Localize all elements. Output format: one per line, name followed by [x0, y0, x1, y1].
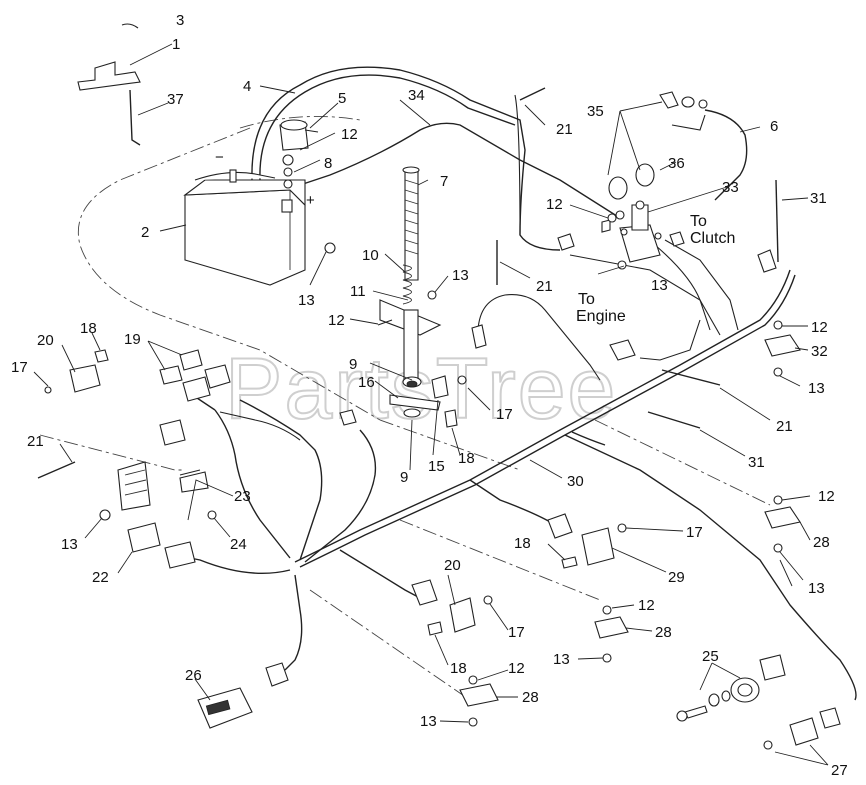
callout-17-stud: 17 [496, 406, 513, 423]
loose-wires [37, 87, 779, 479]
callout-13-clamp28: 13 [808, 580, 825, 597]
callout-17-left: 17 [11, 359, 28, 376]
callout-10: 10 [362, 247, 379, 264]
battery-negative-symbol: − [215, 149, 224, 166]
callout-12-clamp32: 12 [811, 319, 828, 336]
stud-assembly [377, 166, 442, 418]
callout-12-clamp28-mid: 12 [638, 597, 655, 614]
callout-21-right: 21 [776, 418, 793, 435]
callout-5: 5 [338, 90, 346, 107]
callout-37: 37 [167, 91, 184, 108]
callout-28-right: 28 [813, 534, 830, 551]
callout-36: 36 [668, 155, 685, 172]
battery-positive-symbol: + [306, 192, 315, 209]
callout-22: 22 [92, 569, 109, 586]
harness-connectors [159, 231, 777, 687]
ground-clamps [179, 213, 801, 727]
callout-11: 11 [350, 283, 366, 300]
callout-13-battery: 13 [298, 292, 315, 309]
callout-20-center: 20 [444, 557, 461, 574]
callout-25: 25 [702, 648, 719, 665]
starter-solenoid [601, 200, 662, 263]
callout-17-switch29: 17 [686, 524, 703, 541]
to-clutch-note-line1: To [690, 213, 707, 230]
callout-12-lower: 12 [508, 660, 525, 677]
callout-13-lower: 13 [420, 713, 437, 730]
battery-hardware [279, 119, 336, 254]
callout-13-left: 13 [61, 536, 78, 553]
callout-3: 3 [176, 12, 184, 29]
to-engine-note-line2: Engine [576, 308, 626, 325]
callout-13-clamp32: 13 [808, 380, 825, 397]
callout-20-left: 20 [37, 332, 54, 349]
interlock-switches [608, 91, 708, 200]
callout-21-left: 21 [27, 433, 44, 450]
callout-34: 34 [408, 87, 425, 104]
callout-24: 24 [230, 536, 247, 553]
leader-lines [33, 43, 829, 766]
callout-18-lower: 18 [450, 660, 467, 677]
callout-21: 21 [556, 121, 573, 138]
callout-7: 7 [440, 173, 448, 190]
callout-2: 2 [141, 224, 149, 241]
callout-21-center: 21 [536, 278, 553, 295]
callout-26: 26 [185, 667, 202, 684]
callout-19: 19 [124, 331, 141, 348]
callout-16: 16 [358, 374, 375, 391]
callout-23: 23 [234, 488, 251, 505]
callout-12-spacer: 12 [328, 312, 345, 329]
callout-18-center: 18 [458, 450, 475, 467]
callout-13-stud: 13 [452, 267, 469, 284]
callout-12: 12 [341, 126, 358, 143]
to-engine-note-line1: To [578, 291, 595, 308]
callout-8: 8 [324, 155, 332, 172]
callout-30: 30 [567, 473, 584, 490]
callout-15: 15 [428, 458, 445, 475]
deck-outline [39, 115, 771, 701]
callout-17-center: 17 [508, 624, 525, 641]
callout-12-solenoid: 12 [546, 196, 563, 213]
callout-6: 6 [770, 118, 778, 135]
hour-meter [197, 687, 253, 729]
callout-32: 32 [811, 343, 828, 360]
callout-12-clamp28: 12 [818, 488, 835, 505]
callout-13-solenoid: 13 [651, 277, 668, 294]
upper-cables [251, 66, 748, 381]
callout-33: 33 [722, 179, 739, 196]
callout-1: 1 [172, 36, 180, 53]
callout-4: 4 [243, 78, 251, 95]
callout-9-upper: 9 [349, 356, 357, 373]
callout-29: 29 [668, 569, 685, 586]
to-clutch-note-line2: Clutch [690, 230, 735, 247]
watermark: PartsTree [225, 341, 617, 437]
callout-31: 31 [810, 190, 827, 207]
callout-31-lower: 31 [748, 454, 765, 471]
callout-28-lower: 28 [522, 689, 539, 706]
right-switch-group [427, 523, 841, 750]
top-left-hardware [77, 23, 141, 146]
callout-numbers: 3 1 37 4 5 34 21 35 6 12 8 7 36 33 31 2 … [11, 12, 848, 779]
callout-27: 27 [831, 762, 848, 779]
callout-13-mid: 13 [553, 651, 570, 668]
callout-18-switch29: 18 [514, 535, 531, 552]
callout-28-mid: 28 [655, 624, 672, 641]
callout-18-left: 18 [80, 320, 97, 337]
callout-35: 35 [587, 103, 604, 120]
routing-notes: To Clutch To Engine [576, 213, 735, 325]
battery: − + [183, 149, 315, 286]
callout-9-lower: 9 [400, 469, 408, 486]
left-switch-group [44, 349, 231, 569]
